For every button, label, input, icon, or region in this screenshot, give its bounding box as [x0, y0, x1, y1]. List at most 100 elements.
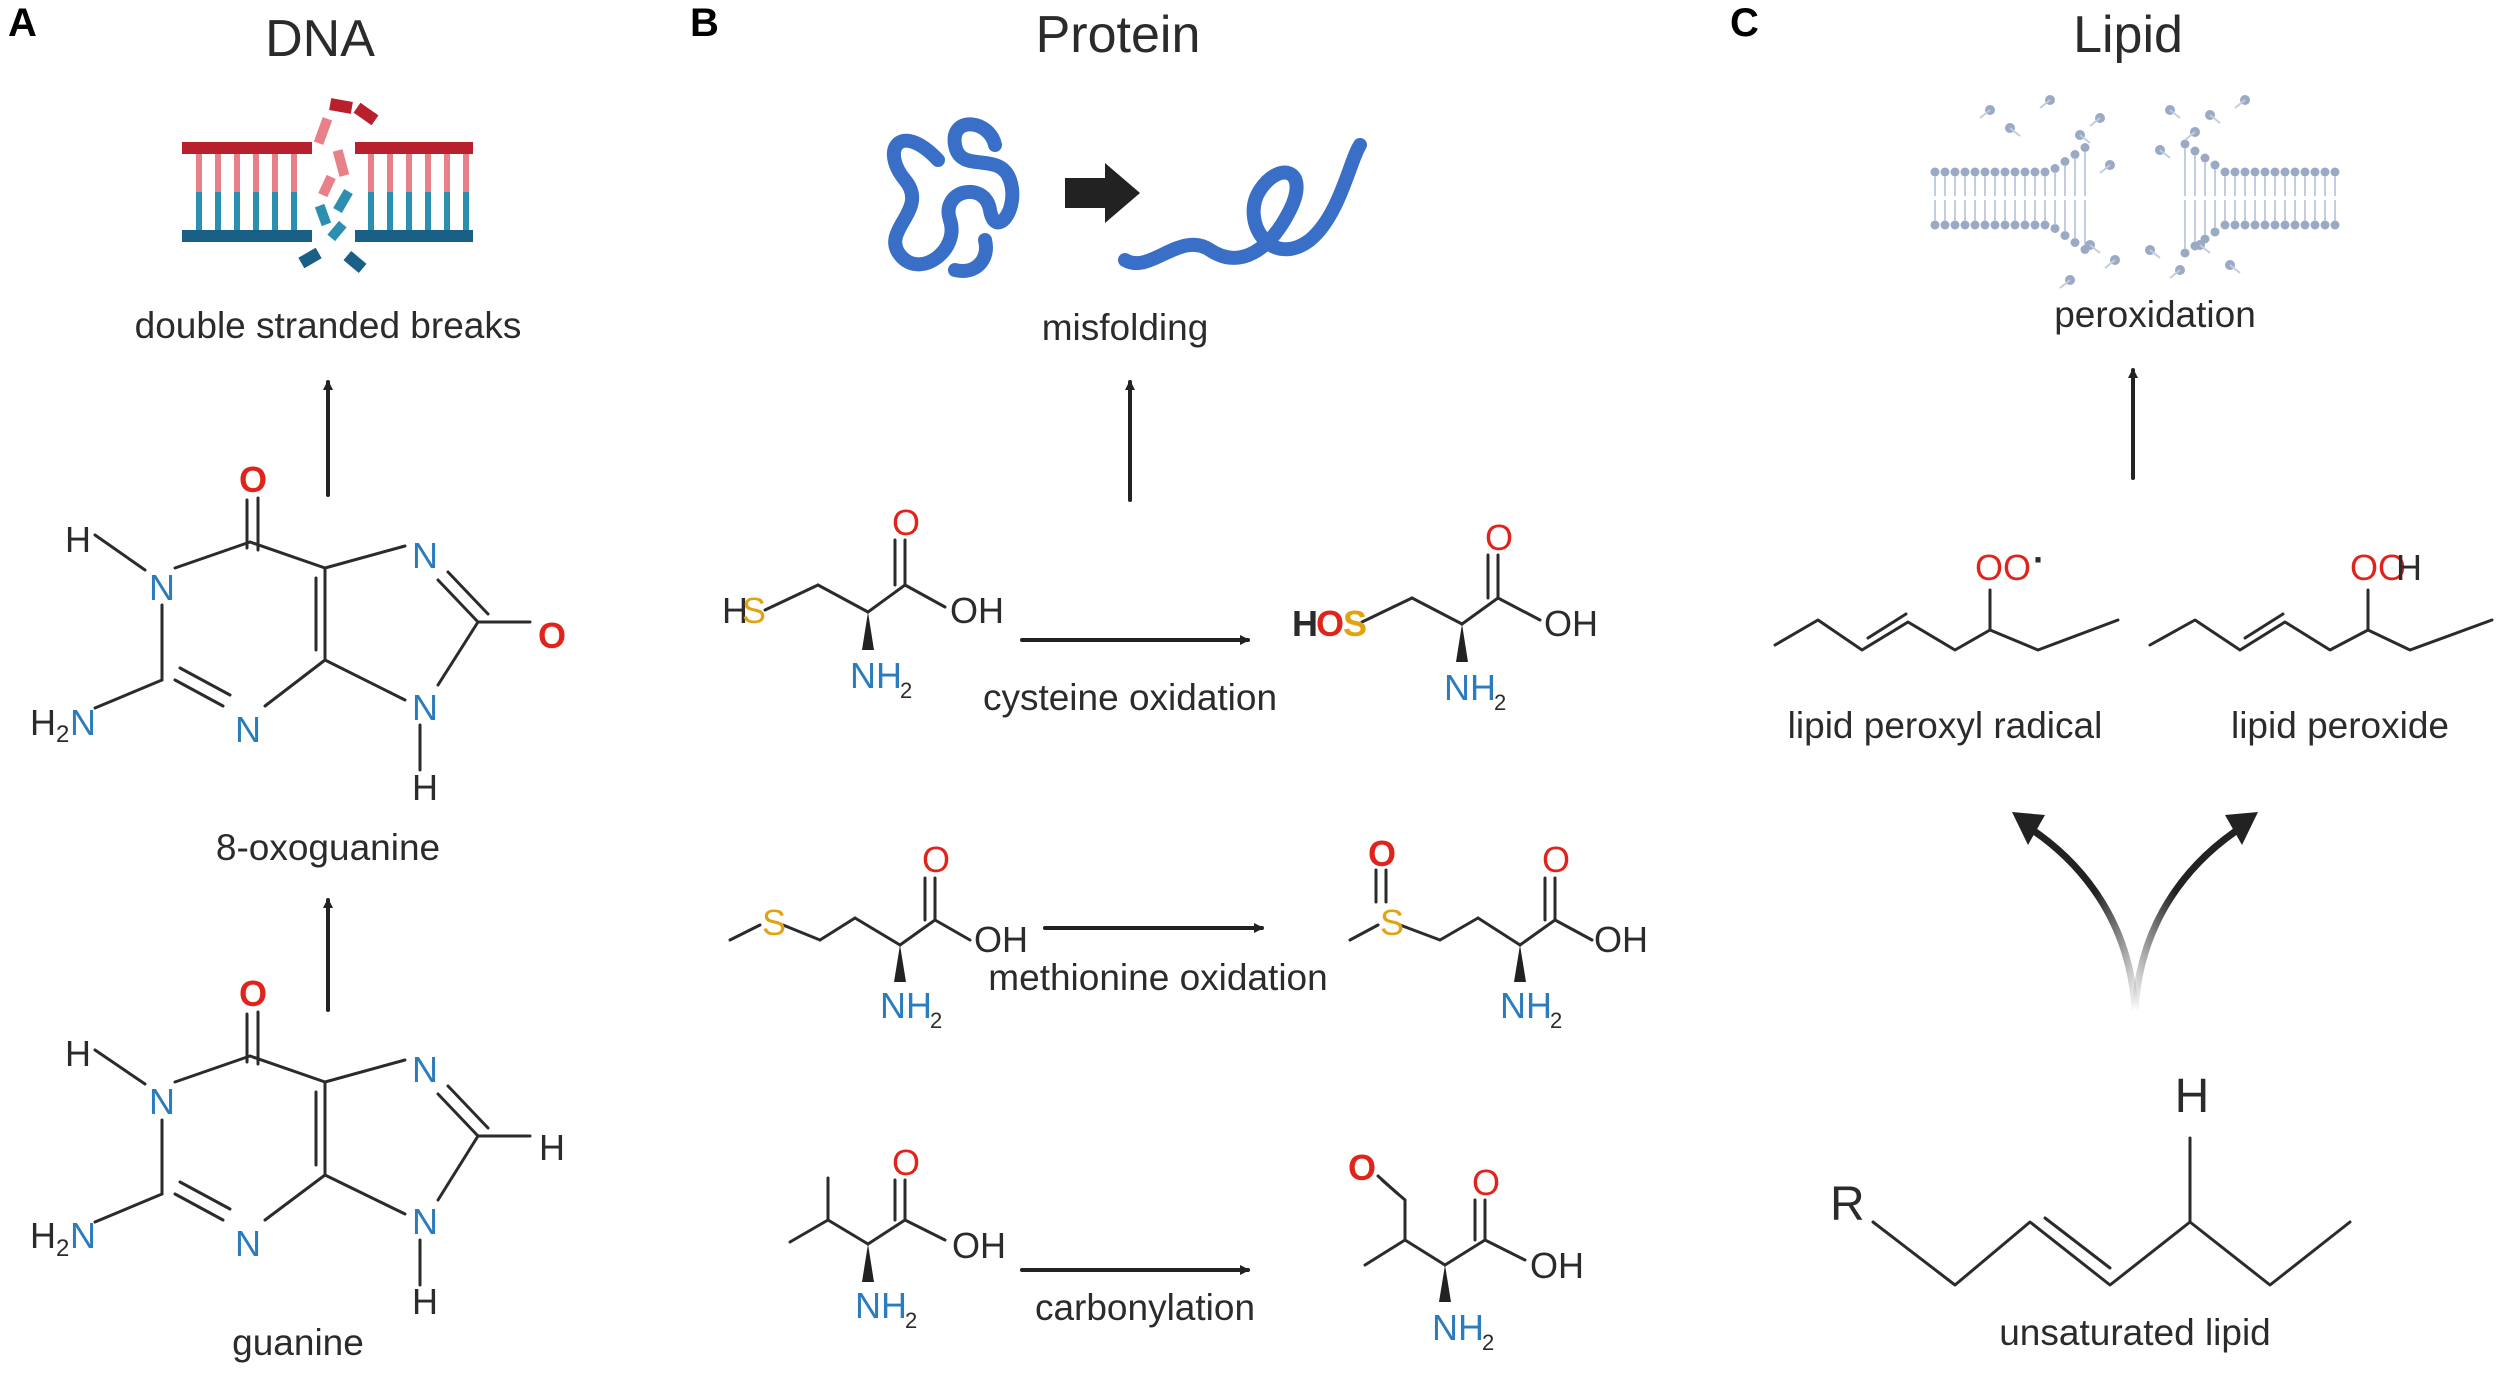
svg-text:S: S [1380, 902, 1404, 943]
peroxidation-label: peroxidation [2054, 294, 2256, 335]
guanine-amino-group: H 2 N [30, 1215, 96, 1262]
guanine-atom-n7: N [412, 1049, 438, 1090]
lipid-title: Lipid [2073, 6, 2183, 64]
oxo-atom-h9: H [412, 767, 438, 808]
panel-letter-a: A [8, 1, 37, 45]
allylic-h: H [2175, 1070, 2210, 1123]
misfold-arrow-icon [1065, 163, 1140, 223]
methionine-oxidation-label: methionine oxidation [988, 957, 1327, 998]
dna-break-icon [182, 98, 473, 274]
unsaturated-lipid-structure: R H [1830, 1070, 2352, 1287]
guanine-structure: O N H N N H N H H 2 N [30, 973, 565, 1322]
carbonylation-label: carbonylation [1035, 1287, 1255, 1328]
svg-text:·: · [2033, 539, 2045, 580]
svg-text:H: H [2396, 547, 2422, 588]
svg-text:OH: OH [950, 590, 1004, 631]
svg-text:O: O [922, 839, 950, 880]
svg-text:NH: NH [1432, 1307, 1484, 1348]
lipid-peroxide-structure: OO H [2148, 547, 2494, 652]
panel-letter-c: C [1730, 1, 1759, 45]
valine-reactant: O OH NH 2 [788, 1142, 1006, 1333]
svg-text:2: 2 [900, 678, 912, 703]
oxo-atom-n1: N [149, 567, 175, 608]
oxo-amino-group: H 2 N [30, 702, 96, 748]
panel-b: B Protein misfolding H S O OH NH [690, 1, 1648, 1355]
svg-text:O: O [1368, 833, 1396, 874]
guanine-atom-n3: N [235, 1223, 261, 1264]
svg-text:S: S [762, 902, 786, 943]
panel-a: A DNA double stranded breaks [8, 1, 566, 1363]
svg-text:OH: OH [1594, 919, 1648, 960]
svg-text:NH: NH [855, 1285, 907, 1326]
lipid-peroxyl-radical-label: lipid peroxyl radical [1788, 705, 2103, 746]
svg-text:O: O [892, 502, 920, 543]
svg-text:NH: NH [1444, 667, 1496, 708]
lipid-peroxide-label: lipid peroxide [2231, 705, 2449, 746]
svg-text:2: 2 [1482, 1330, 1494, 1355]
guanine-atom-h9: H [412, 1281, 438, 1322]
svg-text:2: 2 [1550, 1008, 1562, 1033]
svg-text:NH: NH [850, 655, 902, 696]
guanine-atom-o6: O [239, 973, 267, 1014]
protein-misfolding-icon [887, 117, 1367, 278]
svg-text:2: 2 [56, 1235, 69, 1262]
misfolding-label: misfolding [1042, 307, 1209, 348]
8-oxoguanine-label: 8-oxoguanine [216, 827, 440, 868]
panel-letter-b: B [690, 1, 719, 45]
svg-text:2: 2 [905, 1308, 917, 1333]
svg-text:H: H [30, 702, 56, 743]
protein-title: Protein [1036, 6, 1201, 64]
svg-text:OO: OO [2350, 547, 2406, 588]
unsaturated-lipid-label: unsaturated lipid [1999, 1312, 2271, 1353]
svg-text:OH: OH [952, 1225, 1006, 1266]
oxo-atom-n7: N [412, 535, 438, 576]
oxo-atom-n9: N [412, 687, 438, 728]
svg-text:O: O [1542, 839, 1570, 880]
branching-arrows [2012, 812, 2258, 1011]
svg-text:S: S [1343, 603, 1367, 644]
svg-text:NH: NH [880, 985, 932, 1026]
oxo-atom-n3: N [235, 709, 261, 750]
methionine-reactant: S O OH NH 2 [728, 839, 1028, 1033]
svg-text:OH: OH [1544, 603, 1598, 644]
cysteine-oxidation-label: cysteine oxidation [983, 677, 1277, 718]
double-stranded-breaks-label: double stranded breaks [135, 305, 522, 346]
panel-c: C Lipid peroxidation OO · lipid peroxyl … [1730, 1, 2494, 1353]
svg-text:O: O [1485, 517, 1513, 558]
svg-text:N: N [70, 1215, 96, 1256]
oxo-atom-h1: H [65, 519, 91, 560]
svg-text:OO: OO [1975, 547, 2031, 588]
svg-text:H: H [1292, 603, 1318, 644]
cysteine-product: H O S O OH NH 2 [1292, 517, 1598, 715]
carbonyl-product: O O OH NH 2 [1348, 1147, 1584, 1355]
lipid-peroxyl-radical-structure: OO · [1773, 539, 2120, 652]
methionine-product: O S O OH NH 2 [1348, 833, 1648, 1033]
svg-text:OH: OH [1530, 1245, 1584, 1286]
svg-text:2: 2 [930, 1008, 942, 1033]
svg-text:O: O [1316, 603, 1344, 644]
guanine-atom-n1: N [149, 1081, 175, 1122]
guanine-atom-n9: N [412, 1201, 438, 1242]
r-group: R [1830, 1178, 1865, 1231]
svg-text:N: N [70, 702, 96, 743]
cysteine-reactant: H S O OH NH 2 [722, 502, 1004, 703]
svg-text:2: 2 [1494, 690, 1506, 715]
dna-title: DNA [265, 10, 375, 68]
oxo-atom-o1: O [239, 459, 267, 500]
svg-text:2: 2 [56, 721, 69, 748]
svg-text:O: O [1348, 1147, 1376, 1188]
svg-text:O: O [892, 1142, 920, 1183]
svg-text:O: O [1472, 1162, 1500, 1203]
guanine-atom-h8: H [539, 1127, 565, 1168]
svg-text:H: H [30, 1215, 56, 1256]
svg-text:S: S [742, 590, 766, 631]
svg-text:NH: NH [1500, 985, 1552, 1026]
guanine-label: guanine [232, 1322, 364, 1363]
oxoguanine-structure: O N H N N O N H H 2 N [30, 459, 566, 808]
svg-text:OH: OH [974, 919, 1028, 960]
guanine-atom-h1: H [65, 1033, 91, 1074]
svg-text:H: H [722, 590, 748, 631]
oxo-atom-o8: O [538, 615, 566, 656]
membrane-peroxidation-icon [1930, 95, 2340, 289]
